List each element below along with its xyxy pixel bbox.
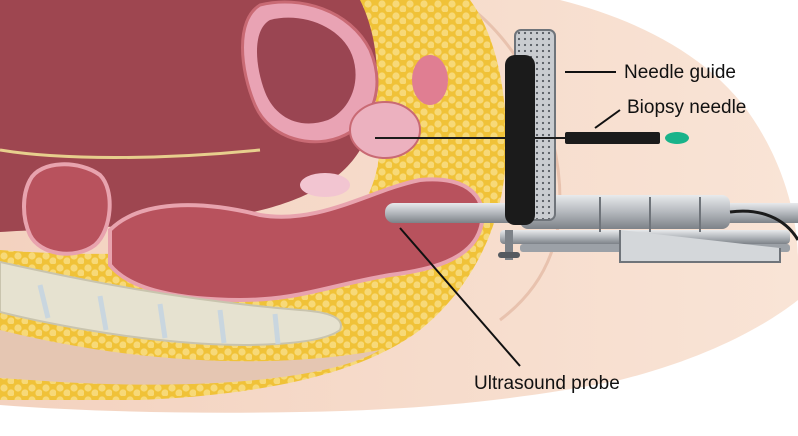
ultrasound-probe-label: Ultrasound probe bbox=[474, 373, 620, 394]
biopsy-needle-label: Biopsy needle bbox=[627, 97, 746, 118]
needle-guide-label: Needle guide bbox=[624, 62, 736, 83]
needle-guide-device bbox=[505, 30, 555, 225]
